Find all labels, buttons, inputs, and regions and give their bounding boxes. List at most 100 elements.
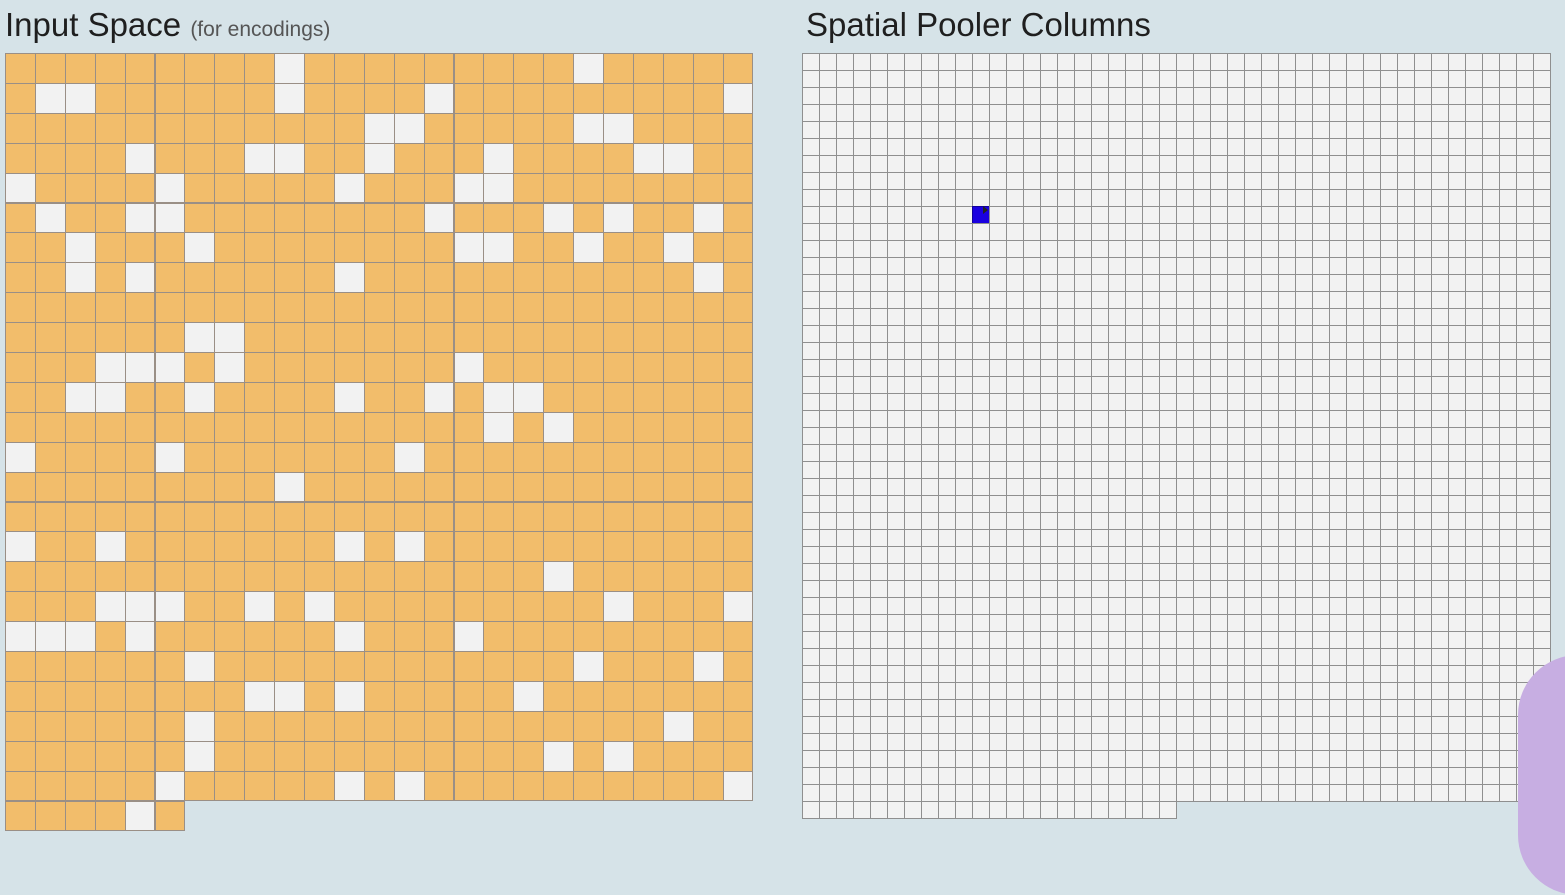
column-cell[interactable] [836, 750, 854, 768]
column-cell[interactable] [1312, 478, 1330, 496]
column-cell[interactable] [870, 359, 888, 377]
column-cell[interactable] [1023, 240, 1041, 258]
column-cell[interactable] [938, 206, 956, 224]
input-cell[interactable] [573, 352, 604, 383]
column-cell[interactable] [1312, 393, 1330, 411]
column-cell[interactable] [1397, 206, 1415, 224]
column-cell[interactable] [836, 665, 854, 683]
column-cell[interactable] [1397, 665, 1415, 683]
column-cell[interactable] [989, 172, 1007, 190]
column-cell[interactable] [955, 104, 973, 122]
column-cell[interactable] [904, 784, 922, 802]
input-cell-on[interactable] [274, 53, 305, 84]
column-cell[interactable] [1227, 121, 1245, 139]
column-cell[interactable] [1261, 444, 1279, 462]
column-cell[interactable] [904, 733, 922, 751]
column-cell[interactable] [1057, 274, 1075, 292]
column-cell[interactable] [1142, 461, 1160, 479]
column-cell[interactable] [1346, 376, 1364, 394]
input-cell[interactable] [662, 591, 694, 623]
column-cell[interactable] [870, 138, 888, 156]
column-cell[interactable] [1040, 495, 1058, 513]
input-cell[interactable] [363, 531, 395, 563]
column-cell[interactable] [1176, 427, 1194, 445]
column-cell[interactable] [1414, 631, 1432, 649]
column-cell[interactable] [1465, 478, 1483, 496]
column-cell[interactable] [938, 223, 956, 241]
column-cell[interactable] [1414, 121, 1432, 139]
column-cell[interactable] [853, 801, 871, 819]
column-cell[interactable] [819, 563, 837, 581]
column-cell[interactable] [1057, 716, 1075, 734]
column-cell[interactable] [1278, 291, 1296, 309]
input-cell[interactable] [34, 112, 66, 144]
column-cell[interactable] [1176, 733, 1194, 751]
column-cell[interactable] [972, 580, 990, 598]
column-cell[interactable] [1448, 325, 1466, 343]
column-cell[interactable] [1431, 648, 1449, 666]
column-cell[interactable] [1244, 240, 1262, 258]
column-cell[interactable] [1176, 580, 1194, 598]
column-cell[interactable] [853, 376, 871, 394]
column-cell[interactable] [1125, 70, 1143, 88]
column-cell[interactable] [972, 648, 990, 666]
column-cell[interactable] [1210, 614, 1228, 632]
column-cell[interactable] [1414, 478, 1432, 496]
column-cell[interactable] [887, 70, 905, 88]
input-cell[interactable] [34, 322, 66, 353]
column-cell[interactable] [1244, 716, 1262, 734]
column-cell[interactable] [836, 427, 854, 445]
column-cell[interactable] [1465, 631, 1483, 649]
input-cell[interactable] [214, 112, 246, 144]
input-cell[interactable] [34, 352, 66, 383]
input-cell-on[interactable] [393, 112, 425, 144]
column-cell[interactable] [1465, 121, 1483, 139]
input-cell[interactable] [154, 621, 186, 652]
column-cell[interactable] [989, 206, 1007, 224]
column-cell[interactable] [1006, 716, 1024, 734]
input-cell[interactable] [304, 770, 335, 802]
column-cell[interactable] [836, 376, 854, 394]
input-cell[interactable] [274, 112, 305, 144]
column-cell[interactable] [1380, 461, 1398, 479]
input-cell[interactable] [64, 800, 96, 832]
input-cell-on[interactable] [543, 561, 575, 593]
input-cell[interactable] [64, 591, 96, 623]
column-cell[interactable] [904, 342, 922, 360]
column-cell[interactable] [887, 461, 905, 479]
input-cell[interactable] [393, 501, 425, 533]
column-cell[interactable] [1142, 376, 1160, 394]
column-cell[interactable] [1516, 410, 1534, 428]
column-cell[interactable] [1533, 478, 1551, 496]
column-cell[interactable] [802, 206, 820, 224]
input-cell[interactable] [453, 142, 485, 174]
column-cell[interactable] [1176, 70, 1194, 88]
column-cell[interactable] [1244, 614, 1262, 632]
column-cell[interactable] [1193, 104, 1211, 122]
column-cell[interactable] [1346, 699, 1364, 717]
input-cell[interactable] [214, 82, 246, 114]
column-cell[interactable] [1346, 597, 1364, 615]
column-cell[interactable] [1006, 495, 1024, 513]
input-cell[interactable] [333, 202, 365, 234]
column-cell[interactable] [1040, 750, 1058, 768]
column-cell[interactable] [1295, 597, 1313, 615]
column-cell[interactable] [1346, 529, 1364, 547]
column-cell[interactable] [870, 750, 888, 768]
column-cell[interactable] [887, 478, 905, 496]
column-cell[interactable] [1397, 359, 1415, 377]
column-cell[interactable] [1023, 733, 1041, 751]
input-cell[interactable] [94, 710, 126, 742]
column-cell[interactable] [1108, 308, 1126, 326]
column-cell[interactable] [802, 189, 820, 207]
column-cell[interactable] [1329, 580, 1347, 598]
input-cell[interactable] [244, 381, 276, 413]
column-cell[interactable] [1125, 53, 1143, 71]
column-cell[interactable] [1346, 767, 1364, 785]
column-cell[interactable] [887, 801, 905, 819]
column-cell[interactable] [1125, 206, 1143, 224]
column-cell[interactable] [1142, 342, 1160, 360]
column-cell[interactable] [1074, 172, 1092, 190]
column-cell[interactable] [853, 631, 871, 649]
column-cell[interactable] [1176, 138, 1194, 156]
